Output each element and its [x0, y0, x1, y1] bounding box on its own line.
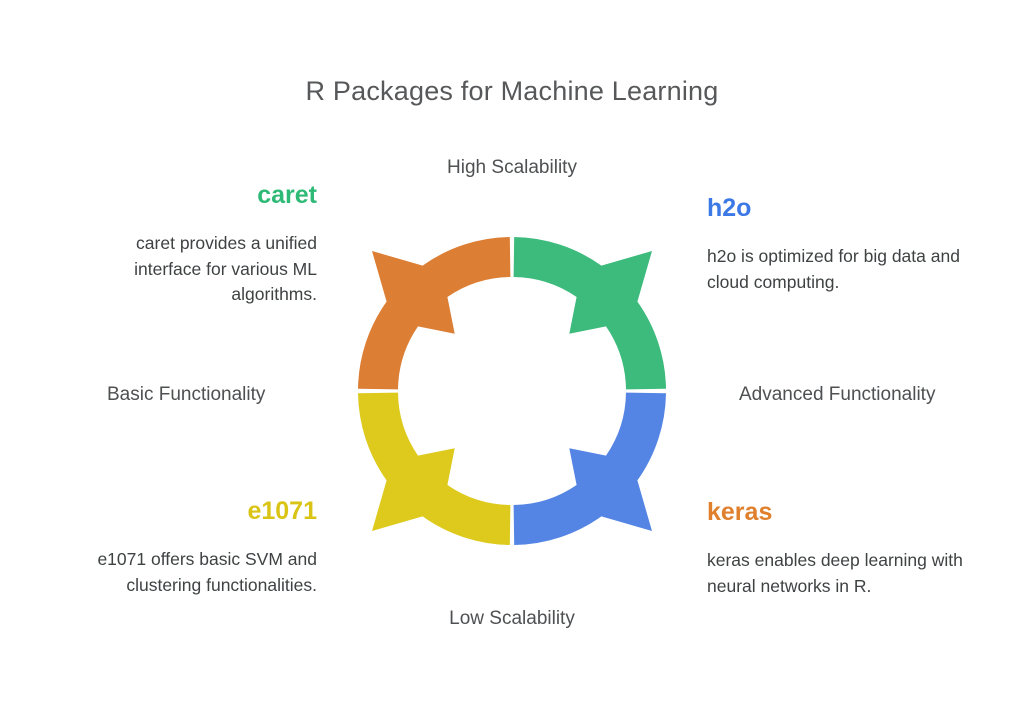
package-description-caret: caret provides a unified interface for v…: [134, 233, 317, 304]
package-block-h2o: h2o h2o is optimized for big data and cl…: [707, 195, 977, 295]
cycle-segment-bottom-right: [513, 392, 666, 545]
package-description-e1071: e1071 offers basic SVM and clustering fu…: [97, 549, 317, 595]
package-block-keras: keras keras enables deep learning with n…: [707, 499, 973, 599]
cycle-segment-top-right: [513, 237, 666, 390]
package-name-caret: caret: [257, 181, 317, 209]
package-block-caret: caret caret provides a unified interface…: [93, 182, 317, 308]
package-name-h2o: h2o: [707, 194, 752, 222]
cycle-segment-bottom-left: [358, 392, 511, 545]
package-name-keras: keras: [707, 498, 773, 526]
axis-label-basic-functionality: Basic Functionality: [107, 384, 266, 405]
package-description-h2o: h2o is optimized for big data and cloud …: [707, 246, 960, 292]
page-title: R Packages for Machine Learning: [305, 76, 719, 107]
package-name-e1071: e1071: [247, 497, 317, 525]
package-block-e1071: e1071 e1071 offers basic SVM and cluster…: [51, 498, 317, 598]
package-description-keras: keras enables deep learning with neural …: [707, 550, 963, 596]
axis-label-advanced-functionality: Advanced Functionality: [739, 384, 936, 405]
axis-label-high-scalability: High Scalability: [447, 157, 577, 178]
cycle-segment-top-left: [358, 237, 511, 390]
axis-label-low-scalability: Low Scalability: [449, 608, 575, 629]
